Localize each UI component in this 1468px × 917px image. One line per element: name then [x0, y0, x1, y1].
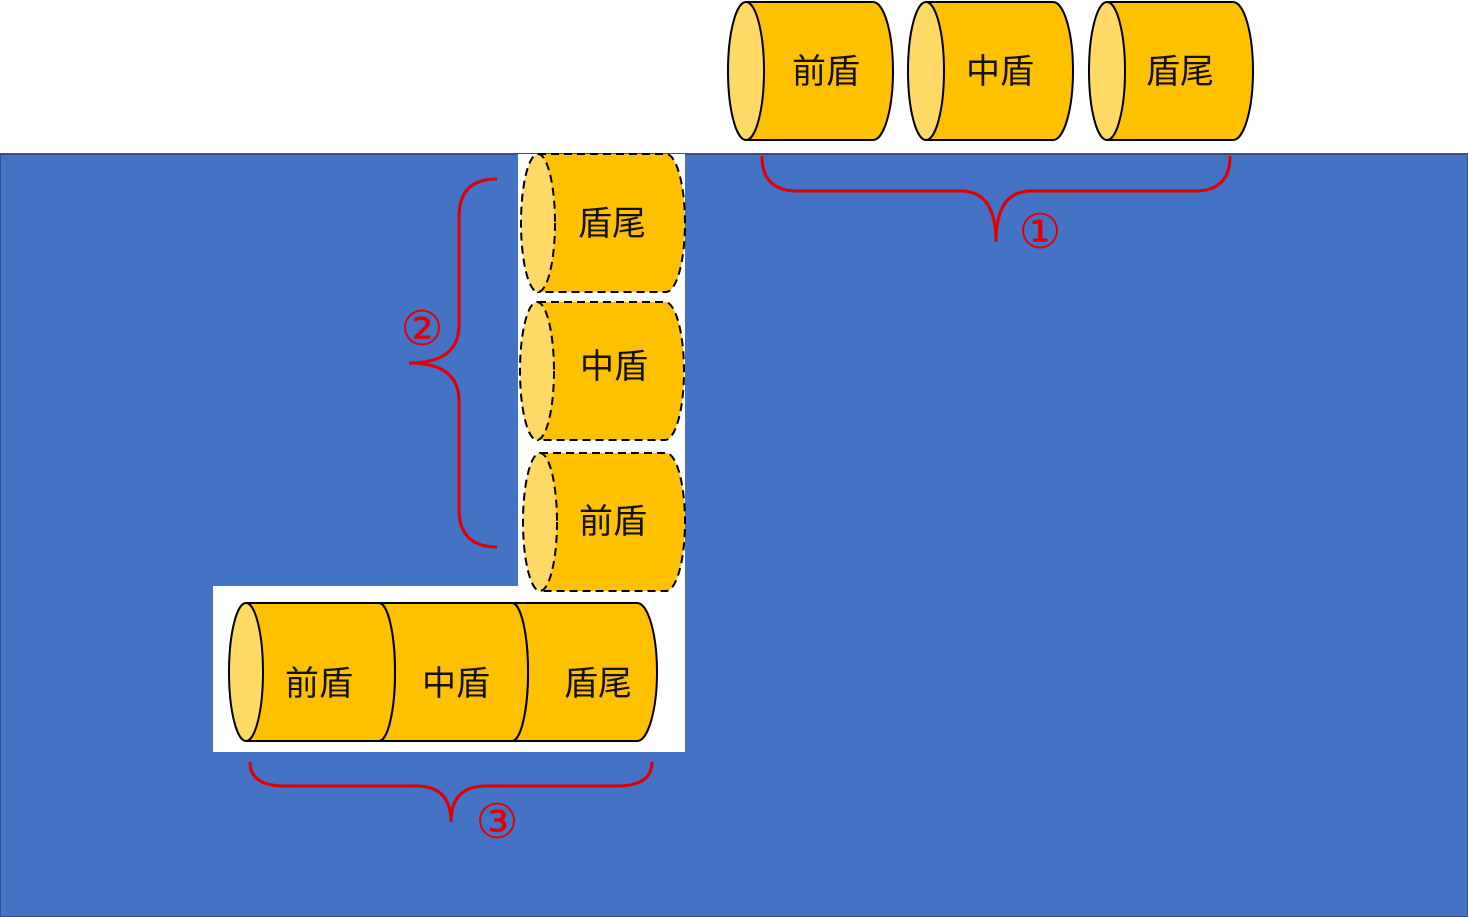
stage1-segment-1: 前盾	[727, 1, 894, 141]
stage1-segment-2-label: 中盾	[966, 52, 1034, 92]
stage3-segment-3: 盾尾	[511, 602, 658, 742]
stage1-marker: ①	[1018, 204, 1061, 260]
stage2-segment-2: 中盾	[519, 301, 685, 441]
stage1-segment-3-label: 盾尾	[1146, 52, 1214, 92]
stage2-segment-3: 前盾	[522, 452, 686, 592]
stage1-brace	[760, 155, 1232, 243]
stage2-marker: ②	[400, 301, 443, 357]
stage3-segment-2: 中盾	[378, 602, 529, 742]
stage3-segment-1: 前盾	[228, 602, 396, 742]
stage2-brace	[408, 177, 498, 549]
stage2-segment-2-label: 中盾	[580, 347, 648, 387]
stage3-brace	[248, 761, 654, 823]
stage1-group: 前盾 中盾 盾尾 ①	[727, 1, 1254, 260]
stage1-segment-3: 盾尾	[1088, 1, 1254, 141]
stage3-segment-1-label: 前盾	[285, 664, 353, 704]
stage2-segment-3-label: 前盾	[579, 502, 647, 542]
ground-area	[0, 153, 1468, 917]
stage3-segment-3-label: 盾尾	[564, 664, 632, 704]
stage1-segment-1-label: 前盾	[792, 52, 860, 92]
stage3-segment-2-label: 中盾	[422, 664, 490, 704]
stage3-group: 盾尾 中盾 前盾 ③	[228, 602, 658, 850]
stage3-marker: ③	[475, 794, 518, 850]
stage2-segment-1-label: 盾尾	[578, 204, 646, 244]
stage1-segment-2: 中盾	[907, 1, 1074, 141]
stage2-group: 盾尾 中盾 前盾 ②	[400, 153, 686, 592]
stage2-segment-1: 盾尾	[520, 153, 686, 293]
